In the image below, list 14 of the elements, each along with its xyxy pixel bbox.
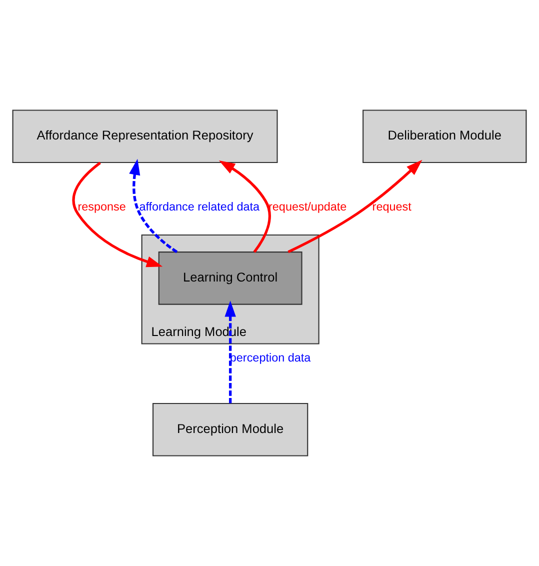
node-box: Perception Module: [152, 402, 308, 456]
edge-label: perception data: [230, 352, 311, 365]
arrow: [129, 158, 178, 254]
edge-label: request/update: [268, 200, 347, 214]
arrow: [218, 160, 271, 253]
node-box: Learning Control: [158, 252, 302, 305]
arrow: [288, 160, 422, 254]
arrow: [72, 162, 163, 268]
edge-label: response: [78, 200, 126, 214]
edge-label: affordance related data: [139, 200, 260, 214]
arrow: [224, 300, 236, 404]
node-box: Affordance Representation Repository: [12, 110, 278, 164]
edge-label: request: [372, 200, 412, 214]
node-box: Deliberation Module: [362, 110, 527, 164]
